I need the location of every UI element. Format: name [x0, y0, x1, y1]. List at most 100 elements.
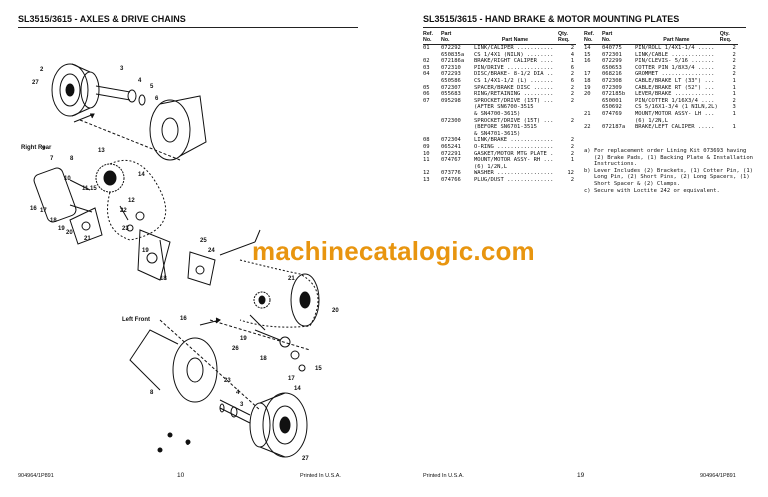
svg-text:4: 4 — [236, 390, 240, 396]
part-name-cell: (BEFORE SN6701-3515 — [474, 124, 537, 131]
part-no-cell: 072308 — [602, 77, 622, 84]
svg-text:18: 18 — [160, 276, 167, 282]
qty-cell — [558, 111, 576, 118]
part-name-cell: CS 5/16X1-3/4 (1 NILN,2L) — [635, 104, 718, 111]
ref-no-cell — [423, 164, 441, 171]
qty-cell: 6 — [570, 77, 574, 84]
qty-cell: 2 — [732, 51, 736, 58]
ref-no-cell: 10 — [423, 150, 430, 157]
part-no-cell: 072304 — [441, 137, 461, 144]
left-printed: Printed In U.S.A. — [300, 473, 341, 479]
qty-cell: 1 — [570, 58, 574, 65]
part-no-cell: 074767 — [441, 157, 461, 164]
rear-motor — [33, 167, 77, 223]
ref-no-cell — [584, 65, 602, 72]
qty-cell — [558, 131, 576, 138]
svg-text:3: 3 — [240, 402, 244, 408]
part-name-cell: PIN/DRIVE .............. — [474, 64, 554, 71]
ref-no-cell — [423, 124, 441, 131]
footnotes: a)For replacement order Lining Kit 07369… — [584, 148, 756, 194]
ref-no-cell: 01 — [423, 45, 430, 51]
svg-text:24: 24 — [208, 248, 215, 254]
ref-no-cell: 13 — [423, 176, 430, 183]
svg-text:6: 6 — [186, 441, 190, 447]
part-name-cell: BRAKE/LEFT CALIPER ..... — [635, 124, 715, 131]
svg-text:20: 20 — [66, 230, 73, 236]
qty-cell: 1 — [570, 157, 574, 164]
ref-no-cell: 19 — [584, 84, 591, 91]
table-row: (AFTER SN6700-3515 — [423, 104, 576, 111]
qty-cell: 3 — [732, 104, 736, 111]
ref-no-cell: 22 — [584, 124, 591, 131]
part-name-cell: SPROCKET/DRIVE (15T) ... — [474, 97, 554, 104]
svg-text:5: 5 — [150, 84, 154, 90]
ref-no-cell — [423, 52, 441, 59]
rear-chain — [107, 159, 167, 241]
qty-cell: 1 — [732, 110, 736, 117]
part-no-cell: 055683 — [441, 91, 461, 98]
front-chain — [239, 259, 319, 328]
qty-cell: 2 — [732, 45, 736, 51]
table-row: (6) 1/2N,L — [423, 164, 576, 171]
rear-wheel — [51, 63, 89, 117]
part-name-cell: CABLE/BRAKE LT (33") ... — [635, 77, 715, 84]
part-name-cell: GASKET/MOTOR MTG PLATE . — [474, 150, 554, 157]
part-name-cell: MOUNT/MOTOR ASSY- RH ... — [474, 157, 554, 164]
exploded-parts-diagram: 2 27 3 4 5 6 9 7 8 10 11 13 14 15 16 17 … — [30, 63, 339, 460]
ref-no-cell — [423, 111, 441, 118]
part-no-cell: 073776 — [441, 170, 461, 177]
ref-no-cell: 07 — [423, 97, 430, 104]
part-no-cell: 650692 — [602, 104, 622, 111]
qty-cell: 1 — [732, 91, 736, 98]
ref-no-cell — [584, 98, 602, 105]
qty-cell: 2 — [570, 84, 574, 91]
qty-cell: 2 — [570, 91, 574, 98]
svg-text:22: 22 — [120, 208, 127, 214]
part-no-cell: 072300 — [441, 117, 461, 124]
part-name-cell: PIN/COTTER 1/16X3/4 .... — [635, 97, 715, 104]
qty-cell: 2 — [570, 150, 574, 157]
part-name-cell: GROMMET ................ — [635, 71, 715, 78]
part-name-cell: & SN4700-3615) — [474, 110, 521, 117]
part-no-cell: 072301 — [602, 51, 622, 58]
svg-text:19: 19 — [58, 226, 65, 232]
part-no-cell: 072185b — [602, 91, 626, 98]
part-name-cell: PIN/ROLL 1/4X1-1/4 ..... — [635, 45, 715, 51]
right-printed: Printed In U.S.A. — [423, 473, 464, 479]
svg-text:21: 21 — [84, 236, 91, 242]
part-name-cell: LINK/CABLE ............. — [635, 51, 715, 58]
qty-cell — [558, 124, 576, 131]
part-name-cell: & SN4701-3615) — [474, 130, 521, 137]
svg-text:9: 9 — [42, 146, 46, 152]
rear-axle — [95, 85, 131, 101]
qty-cell: 2 — [732, 71, 736, 78]
qty-cell: 2 — [570, 71, 574, 78]
svg-text:25: 25 — [200, 238, 207, 244]
right-rear-label: Right Rear — [21, 145, 52, 151]
qty-cell: 2 — [732, 97, 736, 104]
part-no-cell: 065241 — [441, 143, 461, 150]
part-no-cell: 072293 — [441, 71, 461, 78]
ref-no-cell: 08 — [423, 137, 430, 144]
table-row: & SN4700-3615) — [423, 111, 576, 118]
ref-no-header: Ref.No. — [584, 31, 602, 45]
part-no-cell: 650653 — [602, 64, 622, 71]
part-no-cell: 072292 — [441, 45, 461, 51]
part-no-cell — [441, 164, 474, 171]
part-no-cell: 650001 — [602, 97, 622, 104]
part-no-cell — [441, 104, 474, 111]
